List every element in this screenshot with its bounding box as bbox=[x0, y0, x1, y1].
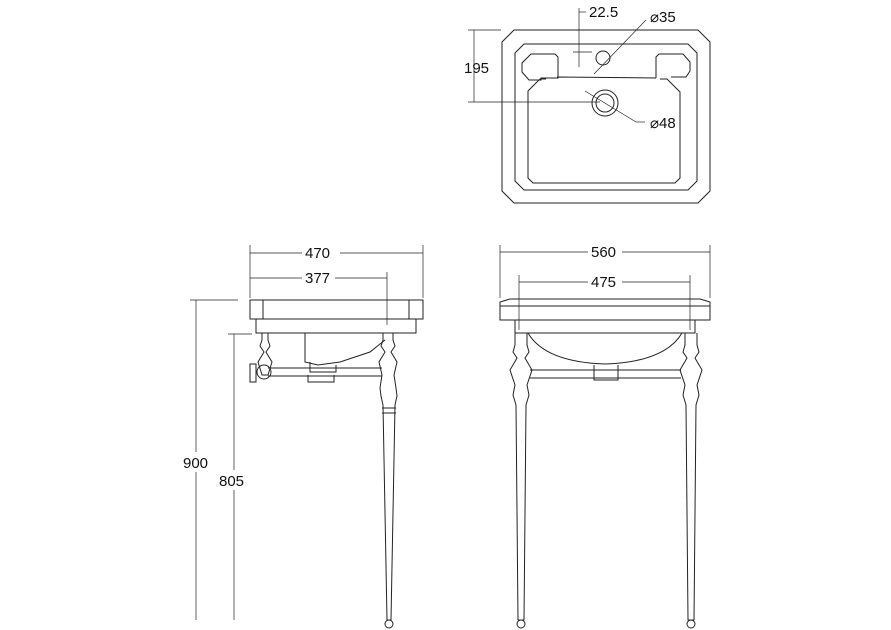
side-view: 470 377 900 805 bbox=[183, 245, 424, 629]
basin-outline-inner bbox=[514, 43, 698, 191]
dim-475: 475 bbox=[591, 274, 616, 291]
dim-tap-hole: ⌀35 bbox=[650, 9, 676, 26]
basin-bowl bbox=[521, 53, 691, 184]
waste-outer bbox=[591, 89, 619, 117]
wall-bracket bbox=[249, 363, 257, 383]
basin-outline-outer bbox=[501, 29, 711, 204]
dim-560: 560 bbox=[591, 244, 616, 261]
dim-22-5: 22.5 bbox=[589, 4, 618, 21]
waste-inner bbox=[595, 93, 615, 113]
top-view: 195 22.5 ⌀35 ⌀48 bbox=[464, 4, 711, 204]
dim-377: 377 bbox=[305, 270, 330, 287]
dim-900: 900 bbox=[183, 455, 208, 472]
front-view: 560 475 bbox=[499, 244, 711, 629]
basin-side bbox=[249, 299, 424, 320]
basin-skirt bbox=[255, 318, 417, 334]
dim-195: 195 bbox=[464, 60, 489, 77]
tap-hole bbox=[595, 50, 611, 66]
basin-front bbox=[499, 298, 711, 321]
leader-48 bbox=[584, 90, 637, 123]
dim-805: 805 bbox=[219, 473, 244, 490]
leader-35 bbox=[593, 19, 647, 75]
side-legs bbox=[249, 333, 398, 629]
basin-front-skirt bbox=[514, 319, 696, 334]
front-legs bbox=[509, 333, 703, 629]
dim-470: 470 bbox=[305, 245, 330, 262]
dim-waste: ⌀48 bbox=[650, 115, 676, 132]
